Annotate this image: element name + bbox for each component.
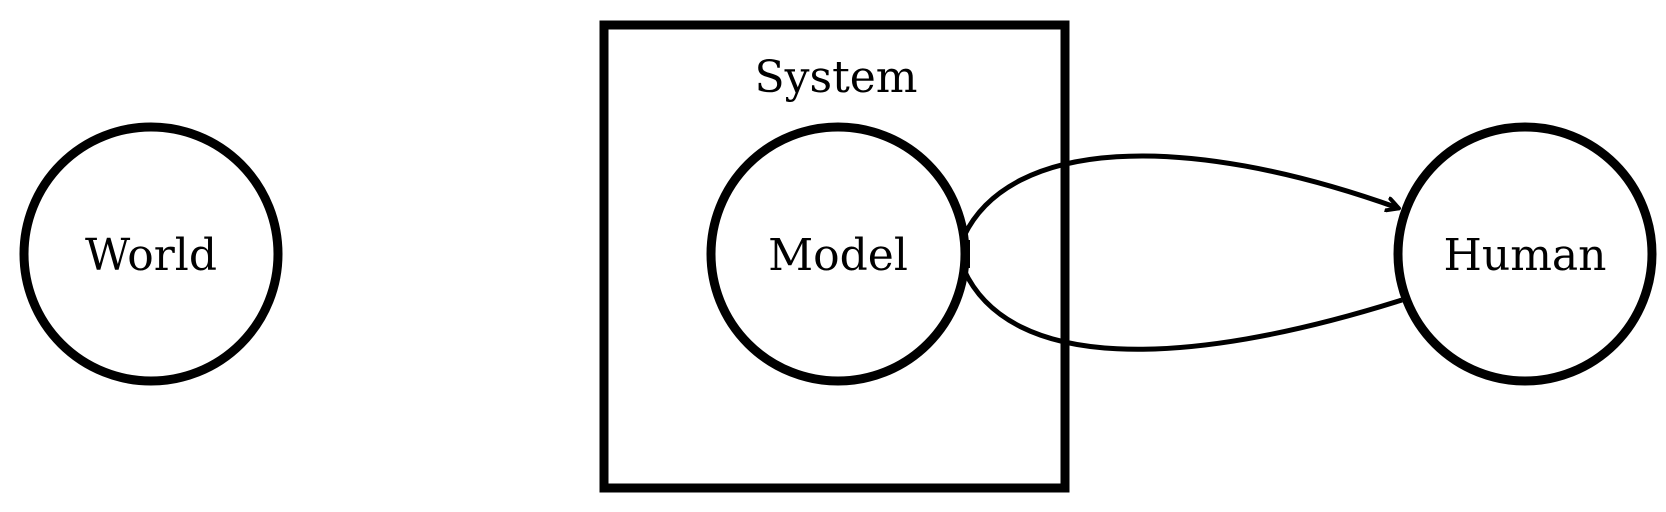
node-world-circle <box>19 122 283 386</box>
node-world-label: World <box>85 230 217 281</box>
node-model: Model <box>706 122 970 386</box>
system-box: System <box>599 20 1070 493</box>
system-box-label: System <box>754 52 917 103</box>
node-human-circle <box>1393 122 1657 386</box>
node-world: World <box>19 122 283 386</box>
system-box-border <box>599 20 1070 493</box>
node-human: Human <box>1393 122 1657 386</box>
edge-human-to-model <box>961 268 1403 352</box>
node-model-label: Model <box>768 230 908 281</box>
node-human-label: Human <box>1443 230 1606 281</box>
edge-model-to-human <box>961 153 1398 238</box>
